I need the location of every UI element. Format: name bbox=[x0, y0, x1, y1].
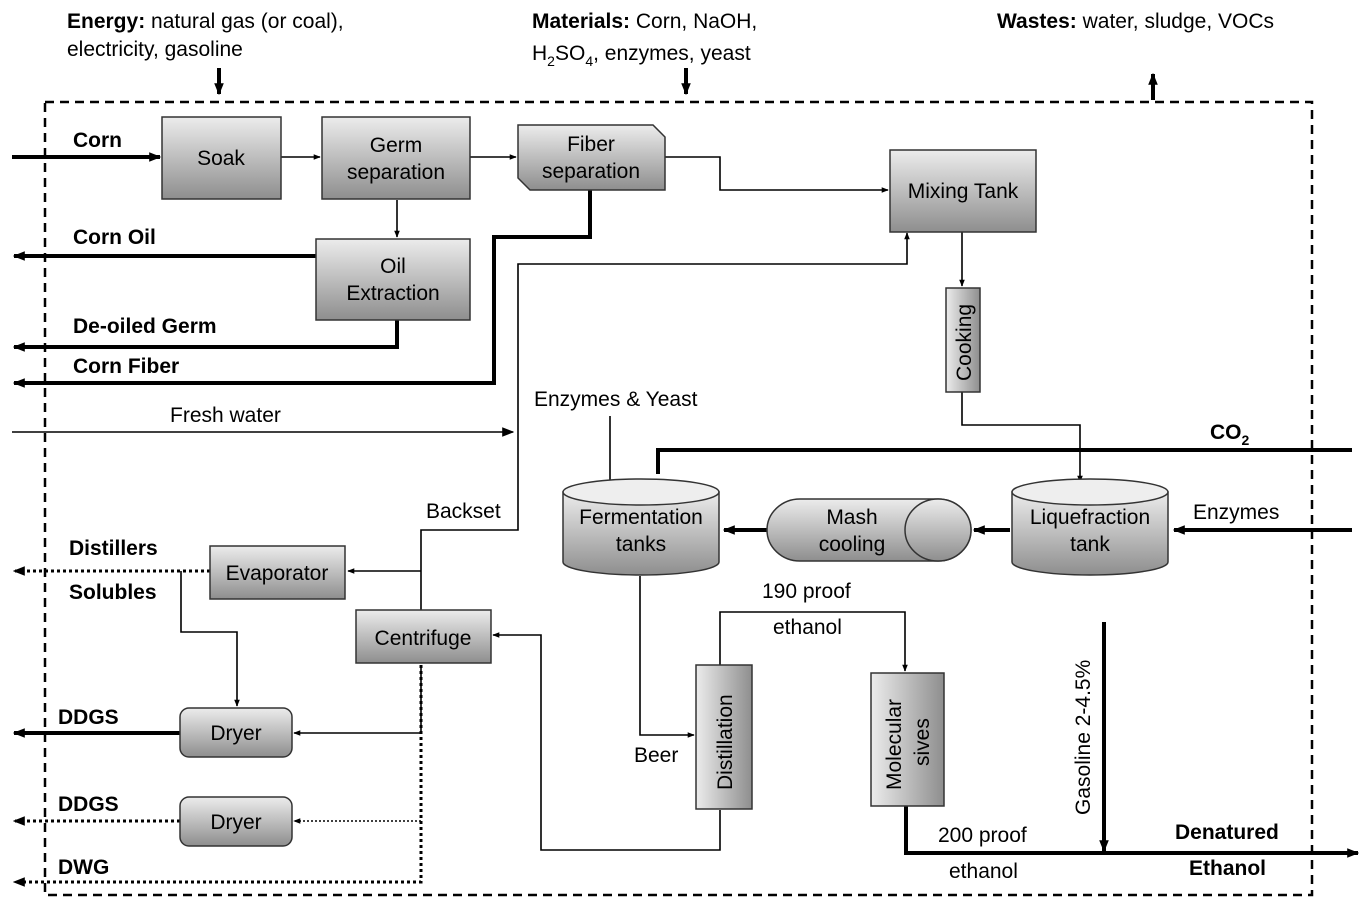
svg-text:Cooking: Cooking bbox=[953, 304, 976, 381]
ethanol-product-stream bbox=[904, 806, 1360, 858]
svg-text:Mixing Tank: Mixing Tank bbox=[908, 180, 1019, 203]
svg-text:CO2: CO2 bbox=[1210, 421, 1250, 448]
svg-text:Centrifuge: Centrifuge bbox=[375, 627, 472, 650]
svg-text:Energy: natural gas (or coal),: Energy: natural gas (or coal), bbox=[67, 10, 344, 33]
fiber-separation-unit: Fiber separation bbox=[517, 124, 666, 191]
svg-text:Mash: Mash bbox=[826, 506, 877, 529]
svg-text:De-oiled Germ: De-oiled Germ bbox=[73, 315, 217, 338]
system-boundary bbox=[43, 100, 1314, 897]
svg-text:sives: sives bbox=[911, 718, 934, 766]
svg-text:Molecular: Molecular bbox=[883, 699, 906, 790]
svg-text:DDGS: DDGS bbox=[58, 706, 119, 729]
svg-text:Backset: Backset bbox=[426, 500, 501, 523]
svg-text:tank: tank bbox=[1070, 533, 1110, 556]
svg-text:Beer: Beer bbox=[634, 744, 678, 767]
svg-text:Soak: Soak bbox=[197, 147, 245, 170]
evaporator-unit: Evaporator bbox=[209, 545, 346, 600]
fermentation-tanks-unit: Fermentation tanks bbox=[562, 478, 720, 576]
svg-text:Materials: Corn, NaOH,: Materials: Corn, NaOH, bbox=[532, 10, 757, 33]
cooking-unit: Cooking bbox=[945, 287, 981, 393]
svg-text:ethanol: ethanol bbox=[949, 860, 1018, 883]
svg-text:Evaporator: Evaporator bbox=[226, 562, 329, 585]
dryer-unit-1: Dryer bbox=[179, 707, 293, 758]
mash-cooling-unit: Mash cooling bbox=[766, 498, 972, 562]
svg-text:Oil: Oil bbox=[380, 255, 406, 278]
molecular-sieves-unit: Molecular sives bbox=[870, 672, 945, 807]
germ-separation-unit: Germ separation bbox=[321, 116, 471, 200]
centrifuge-unit: Centrifuge bbox=[355, 609, 492, 664]
svg-text:Germ: Germ bbox=[370, 134, 423, 157]
svg-text:Liquefraction: Liquefraction bbox=[1030, 506, 1150, 529]
svg-text:Dryer: Dryer bbox=[210, 811, 261, 834]
svg-text:Fresh water: Fresh water bbox=[170, 404, 281, 427]
svg-text:electricity, gasoline: electricity, gasoline bbox=[67, 38, 243, 61]
svg-text:separation: separation bbox=[542, 160, 640, 183]
svg-text:DDGS: DDGS bbox=[58, 793, 119, 816]
svg-text:Gasoline 2-4.5%: Gasoline 2-4.5% bbox=[1072, 660, 1095, 815]
energy-input: Energy: natural gas (or coal), electrici… bbox=[67, 10, 344, 96]
svg-text:Corn Fiber: Corn Fiber bbox=[73, 355, 179, 378]
svg-text:tanks: tanks bbox=[616, 533, 666, 556]
distillation-unit: Distillation bbox=[695, 664, 753, 810]
svg-text:Wastes: water, sludge, VOCs: Wastes: water, sludge, VOCs bbox=[997, 10, 1274, 33]
svg-text:Corn Oil: Corn Oil bbox=[73, 226, 156, 249]
svg-text:Enzymes: Enzymes bbox=[1193, 501, 1279, 524]
co2-stream bbox=[656, 448, 1352, 474]
svg-text:Extraction: Extraction bbox=[346, 282, 439, 305]
mixing-tank-unit: Mixing Tank bbox=[889, 149, 1037, 233]
backset-stream bbox=[420, 232, 910, 610]
svg-text:190 proof: 190 proof bbox=[762, 580, 851, 603]
svg-text:cooling: cooling bbox=[819, 533, 886, 556]
svg-text:Solubles: Solubles bbox=[69, 581, 157, 604]
liquefraction-tank-unit: Liquefraction tank bbox=[1011, 478, 1169, 576]
soak-unit: Soak bbox=[161, 116, 282, 200]
svg-text:ethanol: ethanol bbox=[773, 616, 842, 639]
svg-text:Distillation: Distillation bbox=[714, 694, 737, 790]
svg-text:Ethanol: Ethanol bbox=[1189, 857, 1266, 880]
dryer-unit-2: Dryer bbox=[179, 796, 293, 847]
wastes-output: Wastes: water, sludge, VOCs bbox=[997, 10, 1274, 100]
oil-extraction-unit: Oil Extraction bbox=[315, 238, 471, 321]
svg-text:Fiber: Fiber bbox=[567, 133, 615, 156]
svg-text:200 proof: 200 proof bbox=[938, 824, 1027, 847]
corn-fiber-stream bbox=[12, 190, 592, 388]
svg-text:Enzymes & Yeast: Enzymes & Yeast bbox=[534, 388, 698, 411]
svg-text:H2SO4, enzymes, yeast: H2SO4, enzymes, yeast bbox=[532, 42, 751, 69]
svg-text:DWG: DWG bbox=[58, 856, 109, 879]
materials-input: Materials: Corn, NaOH, H2SO4, enzymes, y… bbox=[532, 10, 757, 96]
svg-text:Dryer: Dryer bbox=[210, 722, 261, 745]
svg-text:Corn: Corn bbox=[73, 129, 122, 152]
deoiled-germ-stream bbox=[12, 320, 399, 352]
svg-text:Denatured: Denatured bbox=[1175, 821, 1279, 844]
svg-text:separation: separation bbox=[347, 161, 445, 184]
svg-text:Distillers: Distillers bbox=[69, 537, 158, 560]
svg-text:Fermentation: Fermentation bbox=[579, 506, 703, 529]
